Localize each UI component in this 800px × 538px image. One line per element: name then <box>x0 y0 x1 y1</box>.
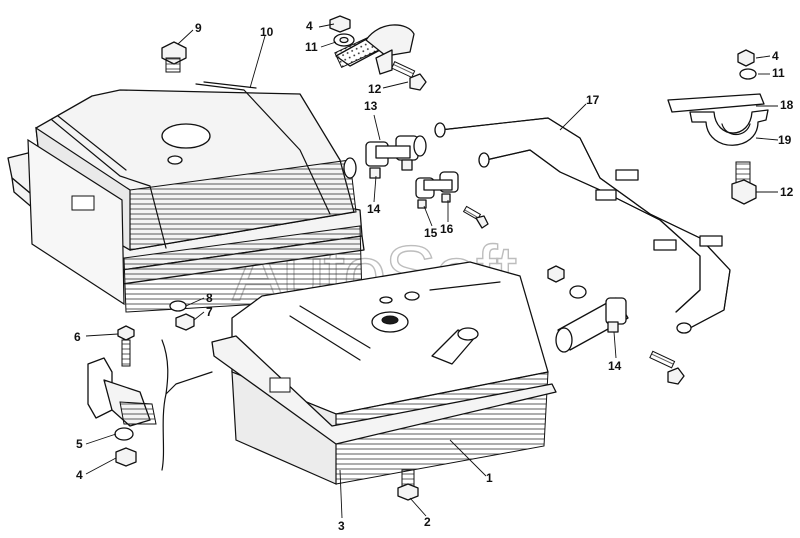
bolt-9 <box>161 41 187 73</box>
washer-nut-bottom-left <box>114 427 137 467</box>
bolt-2 <box>397 469 419 501</box>
callout-19: 19 <box>778 133 792 147</box>
callout-14-right: 14 <box>608 359 622 373</box>
small-bolt-mid <box>462 205 489 229</box>
nut-washer-right <box>547 265 587 299</box>
callout-14-left: 14 <box>367 202 381 216</box>
callout-1: 1 <box>486 471 493 485</box>
callout-11-top: 11 <box>305 40 318 54</box>
callout-10: 10 <box>260 25 274 39</box>
clamp-top <box>334 24 415 75</box>
callout-4-right: 4 <box>772 49 779 63</box>
callout-4-bottom: 4 <box>76 468 83 482</box>
hose-clamp-13 <box>365 135 427 179</box>
washer-nut-left <box>169 300 195 331</box>
callout-5: 5 <box>76 437 83 451</box>
callout-11-right: 11 <box>772 66 785 80</box>
bracket-assembly-right <box>667 49 769 205</box>
bolt-12-top <box>391 61 427 91</box>
bolt-bottom-right <box>649 350 685 385</box>
upper-fuel-tank <box>7 81 365 313</box>
callout-6: 6 <box>74 330 81 344</box>
lower-fuel-tank <box>211 261 557 485</box>
callout-16: 16 <box>440 222 454 236</box>
callout-4-top: 4 <box>306 19 313 33</box>
callout-15: 15 <box>424 226 438 240</box>
hose-with-clamp-14 <box>555 297 629 353</box>
bolt-6 <box>117 325 135 367</box>
hose-clamp-15-16 <box>415 171 459 209</box>
callout-3: 3 <box>338 519 345 533</box>
callout-7: 7 <box>206 305 213 319</box>
callout-labels: 9 10 4 11 12 13 14 15 16 17 4 11 18 19 1… <box>74 19 794 533</box>
callout-18: 18 <box>780 98 794 112</box>
nut-washer-top <box>329 15 355 47</box>
callout-2: 2 <box>424 515 431 529</box>
callout-12-right: 12 <box>780 185 794 199</box>
fuel-pipe-assembly <box>434 117 731 334</box>
callout-9: 9 <box>195 21 202 35</box>
callout-13: 13 <box>364 99 378 113</box>
callout-17: 17 <box>586 93 600 107</box>
leader-lines <box>85 23 779 519</box>
mounting-bracket-left <box>87 339 213 471</box>
callout-8: 8 <box>206 291 213 305</box>
callout-12-top: 12 <box>368 82 382 96</box>
